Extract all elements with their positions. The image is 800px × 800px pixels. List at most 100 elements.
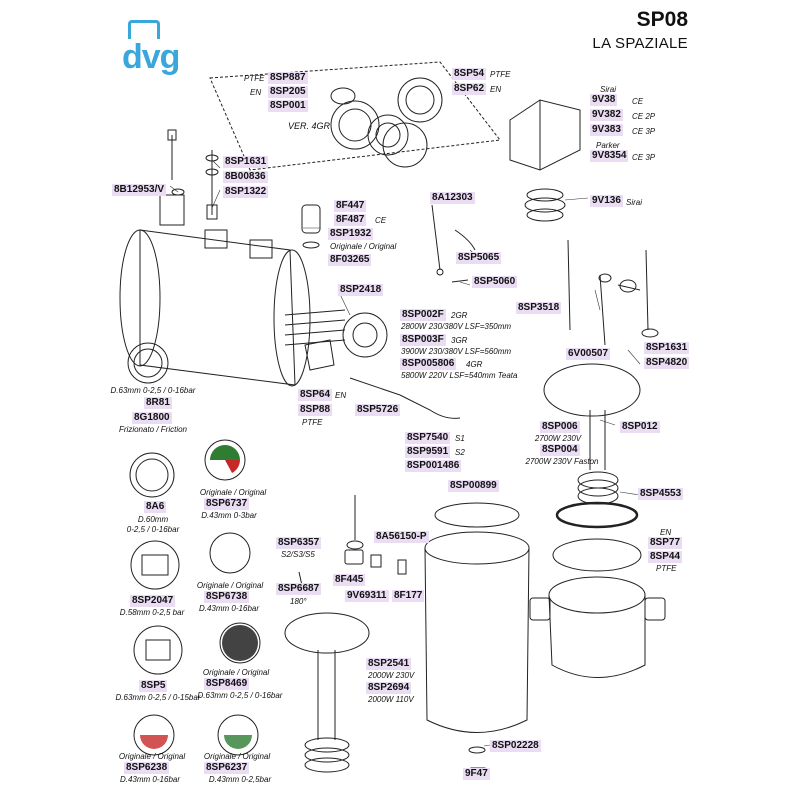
note-text: VER. 4GR — [288, 121, 331, 131]
part-label: 8SP5726 — [355, 404, 401, 416]
part-label: 8SP1631 — [223, 156, 269, 168]
part-label: 8SP8469 — [204, 678, 250, 690]
part-label: 8SP5065 — [456, 252, 502, 264]
part-label: 8SP88 — [298, 404, 333, 416]
note-text: Originale / Original — [196, 581, 264, 590]
note-text: D.43mm 0-16bar — [198, 604, 260, 613]
note-text: 4GR — [466, 360, 483, 369]
note-text: Originale / Original — [199, 488, 267, 497]
dvg-logo: dvg — [122, 20, 202, 80]
note-text: 2700W 230V Faston — [525, 457, 599, 466]
note-text: EN — [660, 528, 672, 537]
note-text: 2000W 110V — [368, 695, 414, 704]
note-text: Sirai — [626, 198, 643, 207]
part-label: 8F03265 — [328, 254, 372, 266]
part-label: 8B00836 — [223, 171, 268, 183]
note-text: 2700W 230V — [534, 434, 582, 443]
note-text: Originale / Original — [118, 752, 186, 761]
part-label: 8SP44 — [648, 551, 683, 563]
part-label: 9V38 — [590, 94, 618, 106]
part-label: 8SP6357 — [276, 537, 322, 549]
part-label: 8SP62 — [452, 83, 487, 95]
note-text: Originale / Original — [330, 242, 397, 251]
note-text: EN — [335, 391, 347, 400]
brand-subtitle: LA SPAZIALE — [592, 35, 688, 52]
note-text: CE 2P — [632, 112, 656, 121]
note-text: 2000W 230V — [368, 671, 415, 680]
part-label: 8SP77 — [648, 537, 683, 549]
note-text: D.43mm 0-2,5bar — [208, 775, 272, 784]
part-label: 8SP003F — [400, 334, 446, 346]
note-text: 0-2,5 / 0-16bar — [126, 525, 180, 534]
note-text: EN — [490, 85, 502, 94]
model-title: SP08 — [636, 8, 688, 31]
note-text: Sirai — [600, 85, 617, 94]
part-label: 8SP1631 — [644, 342, 690, 354]
note-text: Originale / Original — [202, 668, 270, 677]
part-label: 8SP6687 — [276, 583, 322, 595]
note-text: PTFE — [656, 564, 677, 573]
note-text: PTFE — [302, 418, 323, 427]
part-label: 8SP6738 — [204, 591, 250, 603]
part-label: 8SP004 — [540, 444, 580, 456]
note-text: 2GR — [451, 311, 468, 320]
part-label: 9V136 — [590, 195, 623, 207]
part-label: 8SP4553 — [638, 488, 684, 500]
note-text: PTFE — [490, 70, 511, 79]
part-label: 8SP2418 — [338, 284, 384, 296]
note-text: CE — [375, 216, 387, 225]
part-label: 9V8354 — [590, 150, 629, 162]
note-text: D.58mm 0-2,5 bar — [119, 608, 185, 617]
note-text: D.43mm 0-16bar — [119, 775, 181, 784]
part-label: 8SP6238 — [124, 762, 170, 774]
note-text: D.63mm 0-2,5 / 0-16bar — [110, 386, 196, 395]
note-text: S1 — [455, 434, 465, 443]
note-text: CE 3P — [632, 153, 656, 162]
note-text: Frizionato / Friction — [118, 425, 188, 434]
part-label: 8SP1932 — [328, 228, 374, 240]
part-label: 8SP6237 — [204, 762, 250, 774]
note-text: 180° — [290, 597, 307, 606]
part-label: 8R81 — [144, 397, 172, 409]
part-label: 8F447 — [334, 200, 367, 212]
part-label: 8SP7540 — [405, 432, 451, 444]
part-label: 8SP006 — [540, 421, 580, 433]
note-text: S2/S3/S5 — [281, 550, 315, 559]
part-label: 8B12953/V — [112, 184, 167, 196]
part-label: 8SP001 — [268, 100, 308, 112]
note-text: S2 — [455, 448, 465, 457]
note-text: D.60mm — [137, 515, 169, 524]
part-label: 8SP9591 — [405, 446, 451, 458]
part-label: 8SP3518 — [516, 302, 562, 314]
note-text: CE — [632, 97, 644, 106]
part-label: 8A56150-P — [374, 531, 429, 543]
part-label: 8SP5060 — [472, 276, 518, 288]
part-label: 8SP887 — [268, 72, 308, 84]
note-text: 2800W 230/380V LSF=350mm — [401, 322, 512, 331]
part-label: 8SP2047 — [130, 595, 176, 607]
logo-tap-mark — [128, 20, 160, 39]
part-label: 8A6 — [144, 501, 167, 513]
part-label: 8SP5 — [139, 680, 168, 692]
note-text: D.63mm 0-2,5 / 0-16bar — [197, 691, 283, 700]
part-label: 8G1800 — [132, 412, 172, 424]
note-text: CE 3P — [632, 127, 656, 136]
part-label: 8F177 — [392, 590, 425, 602]
part-label: 8SP54 — [452, 68, 487, 80]
note-text: 5800W 220V LSF=540mm Teata — [401, 371, 518, 380]
part-label: 6V00507 — [566, 348, 611, 360]
part-label: 9V383 — [590, 124, 623, 136]
part-label: 8SP001486 — [405, 460, 462, 472]
part-label: 8SP002F — [400, 309, 446, 321]
part-label: 8SP205 — [268, 86, 308, 98]
part-label: 8SP012 — [620, 421, 660, 433]
part-label: 8A12303 — [430, 192, 475, 204]
note-text: PTFE — [244, 74, 265, 83]
part-label: 8SP4820 — [644, 357, 690, 369]
part-label: 8F487 — [334, 214, 367, 226]
note-text: 3GR — [451, 336, 468, 345]
part-label: 8SP2694 — [366, 682, 412, 694]
part-label: 8SP2541 — [366, 658, 412, 670]
note-text: Parker — [596, 141, 620, 150]
